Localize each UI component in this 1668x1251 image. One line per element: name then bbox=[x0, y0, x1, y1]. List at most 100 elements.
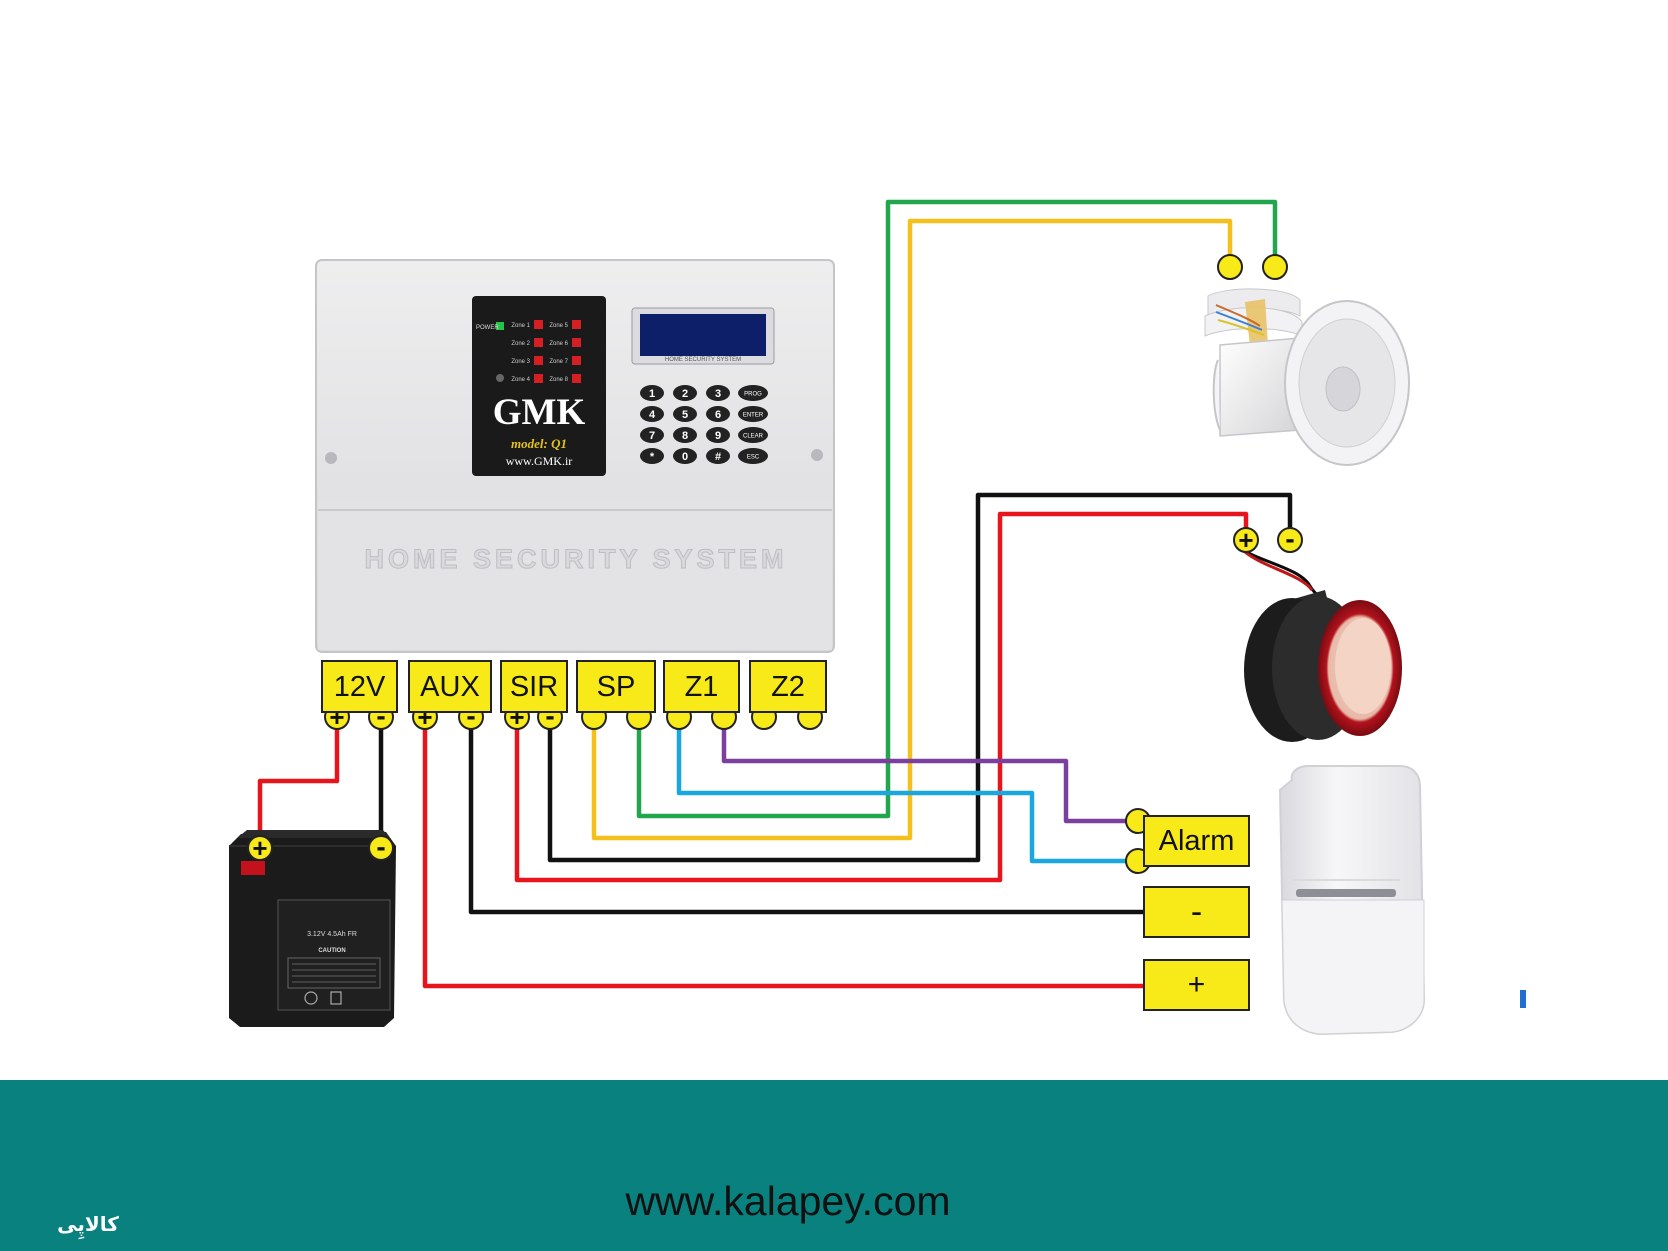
detector-negative-label: - bbox=[1143, 886, 1250, 938]
wire-siren-negative bbox=[547, 492, 1293, 863]
connector-pins: +-+-+-+-+- bbox=[247, 254, 1303, 874]
svg-text:-: - bbox=[466, 700, 475, 731]
wire-zone-purple bbox=[721, 718, 1138, 824]
key-0[interactable]: 0 bbox=[673, 448, 697, 464]
svg-text:-: - bbox=[545, 700, 554, 731]
svg-text:1: 1 bbox=[649, 388, 655, 400]
terminal-z2: Z2 bbox=[749, 660, 827, 713]
battery: 3.12V 4.5Ah FR CAUTION bbox=[229, 830, 396, 1027]
power-led bbox=[496, 322, 504, 330]
keypad: 1 2 3 4 5 6 7 8 9 * 0 # PROG ENTER CLEAR ESC bbox=[640, 385, 768, 464]
svg-text:7: 7 bbox=[649, 430, 655, 442]
zone-label: Zone 6 bbox=[549, 341, 568, 347]
svg-text:-: - bbox=[376, 831, 385, 862]
lcd-caption: HOME SECURITY SYSTEM bbox=[665, 357, 741, 363]
panel-website: www.GMK.ir bbox=[506, 454, 573, 468]
svg-text:8: 8 bbox=[682, 430, 688, 442]
wires bbox=[257, 199, 1293, 989]
zone-led bbox=[534, 320, 543, 329]
status-indicator bbox=[496, 374, 504, 382]
svg-text:5: 5 bbox=[682, 409, 688, 421]
footer-bar bbox=[0, 1080, 1668, 1251]
key-3[interactable]: 3 bbox=[706, 385, 730, 401]
zone-label: Zone 2 bbox=[511, 341, 530, 347]
electronic-siren bbox=[1239, 546, 1402, 742]
panel-brand: GMK bbox=[493, 392, 586, 433]
alarm-control-panel: POWER Zone 1 Zone 2 Zone 3 Zone 4 Zone 5 Zone… bbox=[315, 259, 835, 653]
key-esc[interactable]: ESC bbox=[738, 448, 768, 464]
svg-text:CLEAR: CLEAR bbox=[743, 434, 764, 440]
key-2[interactable]: 2 bbox=[673, 385, 697, 401]
key-5[interactable]: 5 bbox=[673, 406, 697, 422]
wire-battery-positive bbox=[257, 718, 340, 848]
motion-detector bbox=[1278, 765, 1426, 1036]
key-#[interactable]: # bbox=[706, 448, 730, 464]
svg-text:6: 6 bbox=[715, 409, 721, 421]
terminal-sir: SIR bbox=[500, 660, 568, 713]
battery-caution: CAUTION bbox=[318, 948, 345, 954]
battery-red-terminal bbox=[241, 861, 265, 875]
svg-text:0: 0 bbox=[682, 451, 688, 463]
svg-text:ENTER: ENTER bbox=[743, 413, 764, 419]
wire-speaker-green bbox=[636, 199, 1278, 819]
zone-label: Zone 5 bbox=[549, 323, 568, 329]
siren-positive-pin: + bbox=[1233, 525, 1259, 555]
zone-label: Zone 1 bbox=[511, 323, 530, 329]
key-7[interactable]: 7 bbox=[640, 427, 664, 443]
wire-aux-positive bbox=[422, 718, 1144, 989]
zone-led bbox=[534, 338, 543, 347]
key-9[interactable]: 9 bbox=[706, 427, 730, 443]
siren-negative-pin: - bbox=[1277, 523, 1303, 554]
key-prog[interactable]: PROG bbox=[738, 385, 768, 401]
zone-label: Zone 8 bbox=[549, 377, 568, 383]
panel-model: model: Q1 bbox=[511, 436, 567, 451]
svg-text:PROG: PROG bbox=[744, 392, 762, 398]
footer-website[interactable]: www.kalapey.com bbox=[625, 1178, 951, 1224]
zone-led bbox=[572, 338, 581, 347]
key-8[interactable]: 8 bbox=[673, 427, 697, 443]
battery-negative-pin: - bbox=[368, 831, 394, 862]
svg-text:ESC: ESC bbox=[747, 455, 760, 461]
terminal-12v: 12V bbox=[321, 660, 398, 713]
zone-led bbox=[572, 320, 581, 329]
key-enter[interactable]: ENTER bbox=[738, 406, 768, 422]
wire-speaker-yellow bbox=[591, 218, 1233, 841]
terminal-sp: SP bbox=[576, 660, 656, 713]
svg-text:3: 3 bbox=[715, 388, 721, 400]
zone-label: Zone 4 bbox=[511, 377, 530, 383]
edge-mark bbox=[1520, 990, 1526, 1008]
wire-zone-blue bbox=[676, 718, 1138, 864]
battery-positive-pin: + bbox=[247, 833, 273, 863]
svg-text:+: + bbox=[1238, 525, 1253, 555]
zone-led bbox=[534, 374, 543, 383]
horn-speaker bbox=[1204, 288, 1410, 466]
svg-text:4: 4 bbox=[649, 409, 656, 421]
power-label: POWER bbox=[476, 325, 499, 331]
lcd-display bbox=[640, 314, 766, 356]
key-4[interactable]: 4 bbox=[640, 406, 664, 422]
wire-aux-negative bbox=[468, 718, 1144, 915]
terminal-z1: Z1 bbox=[663, 660, 740, 713]
svg-text:2: 2 bbox=[682, 388, 688, 400]
zone-label: Zone 7 bbox=[549, 359, 568, 365]
svg-text:9: 9 bbox=[715, 430, 721, 442]
terminal-aux: AUX bbox=[408, 660, 492, 713]
key-6[interactable]: 6 bbox=[706, 406, 730, 422]
embossed-panel-text: HOME SECURITY SYSTEM bbox=[364, 544, 787, 574]
key-*[interactable]: * bbox=[640, 448, 664, 464]
detector-alarm-label: Alarm bbox=[1143, 815, 1250, 867]
zone-led bbox=[572, 374, 581, 383]
horn-pin-2 bbox=[1262, 254, 1288, 280]
svg-text:-: - bbox=[376, 700, 385, 731]
zone-led bbox=[572, 356, 581, 365]
detector-window bbox=[1296, 889, 1396, 897]
wire-siren-positive bbox=[514, 511, 1249, 883]
key-1[interactable]: 1 bbox=[640, 385, 664, 401]
zone-label: Zone 3 bbox=[511, 359, 530, 365]
svg-text:-: - bbox=[1285, 523, 1294, 554]
recycle-icon bbox=[304, 991, 318, 1005]
svg-text:*: * bbox=[650, 451, 655, 463]
key-clear[interactable]: CLEAR bbox=[738, 427, 768, 443]
footer-brand: کالاپِی bbox=[57, 1212, 119, 1236]
